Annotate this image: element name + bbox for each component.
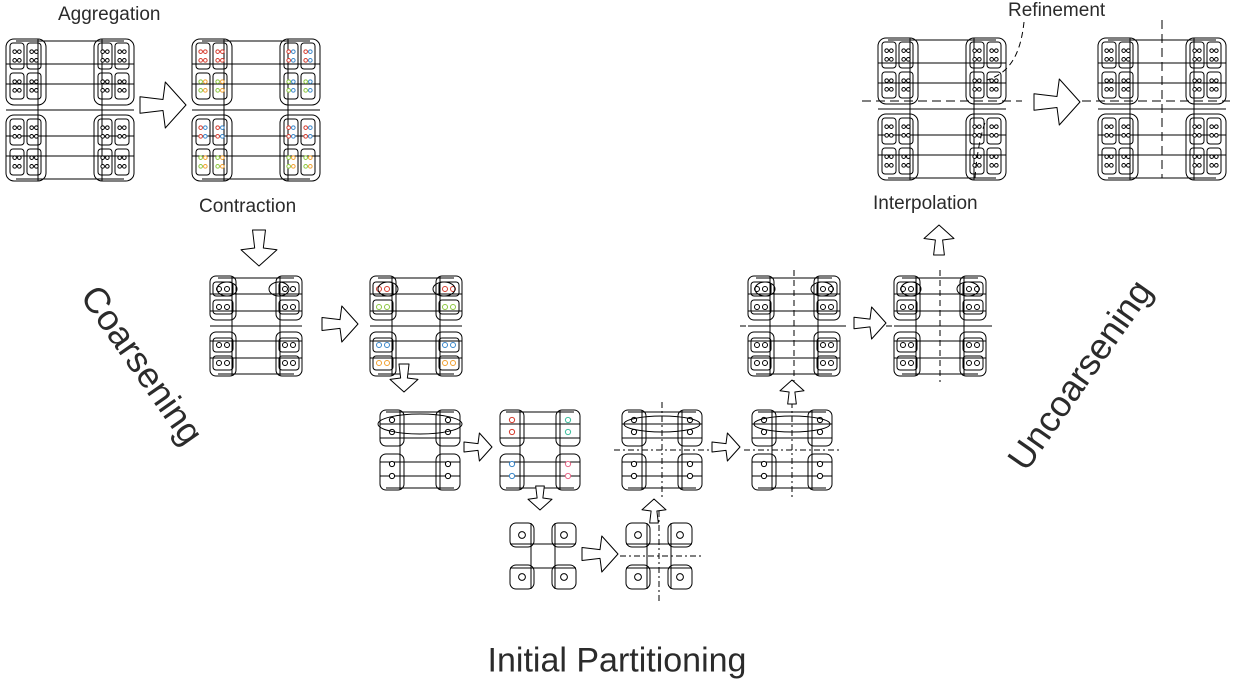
- vertex-cluster: [1101, 41, 1134, 69]
- vertex-cluster: [881, 71, 914, 99]
- vertex-cluster: [97, 148, 130, 176]
- interpolation-arrow: [923, 224, 955, 256]
- vertex-cluster: [881, 41, 914, 69]
- vertex-cluster: [1189, 117, 1222, 145]
- vertex-cluster: [1101, 71, 1134, 99]
- level2-partitioned-a: [614, 402, 710, 498]
- aggregation-label: Aggregation: [58, 4, 161, 25]
- vertex-cluster: [195, 72, 228, 100]
- vertex-cluster: [283, 118, 316, 146]
- level1-graph-colored: [369, 275, 463, 377]
- vertex-cluster: [9, 42, 42, 70]
- initial-partition-arrow: [581, 535, 619, 573]
- vertex-cluster: [283, 72, 316, 100]
- interpolation-label: Interpolation: [873, 193, 978, 214]
- vertex-cluster: [97, 42, 130, 70]
- refinement-label: Refinement: [1008, 0, 1106, 21]
- level1-partitioned-b: [886, 270, 994, 382]
- vertex-cluster: [969, 71, 1002, 99]
- coarsen-arrow-4: [527, 485, 553, 511]
- vertex-cluster: [881, 147, 914, 175]
- refinement-graph-input: [862, 21, 1025, 181]
- uncoarsen-arrow-2: [711, 432, 741, 462]
- vertex-cluster: [1101, 147, 1134, 175]
- contraction-label: Contraction: [199, 196, 297, 217]
- refinement-graph-output: [1082, 20, 1230, 181]
- vertex-cluster: [195, 148, 228, 176]
- vertex-cluster: [97, 118, 130, 146]
- level3-coarsest-graph: [509, 522, 577, 590]
- vertex-cluster: [1101, 117, 1134, 145]
- vertex-cluster: [9, 118, 42, 146]
- level2-partitioned-b: [744, 402, 840, 498]
- vertex-cluster: [1189, 71, 1222, 99]
- uncoarsen-arrow-3: [779, 379, 805, 405]
- level2-graph-colored: [499, 409, 581, 491]
- coarsen-arrow-1: [321, 305, 359, 343]
- coarsen-arrow-3: [463, 432, 493, 462]
- vertex-cluster: [195, 42, 228, 70]
- level1-graph: [209, 275, 303, 377]
- vertex-cluster: [969, 117, 1002, 145]
- uncoarsen-arrow-1: [641, 498, 667, 524]
- vertex-cluster: [881, 117, 914, 145]
- aggregation-arrow: [139, 81, 187, 129]
- vertex-cluster: [969, 147, 1002, 175]
- vertex-cluster: [195, 118, 228, 146]
- uncoarsen-arrow-4: [853, 306, 887, 340]
- coarsen-arrow-2: [389, 363, 419, 393]
- vertex-cluster: [97, 72, 130, 100]
- vertex-cluster: [1189, 41, 1222, 69]
- vertex-cluster: [283, 42, 316, 70]
- vertex-cluster: [9, 148, 42, 176]
- contraction-arrow: [240, 229, 278, 267]
- refinement-arrow: [1033, 78, 1081, 126]
- vertex-cluster: [283, 148, 316, 176]
- vertex-cluster: [969, 41, 1002, 69]
- vertex-cluster: [9, 72, 42, 100]
- vertex-cluster: [1189, 147, 1222, 175]
- level2-graph: [377, 409, 463, 491]
- level3-partitioned-graph: [620, 511, 702, 601]
- aggregation-graph-input: [5, 38, 135, 182]
- aggregation-graph-colored: [191, 38, 321, 182]
- initial-partitioning-label: Initial Partitioning: [487, 641, 747, 680]
- level1-partitioned-a: [740, 270, 848, 382]
